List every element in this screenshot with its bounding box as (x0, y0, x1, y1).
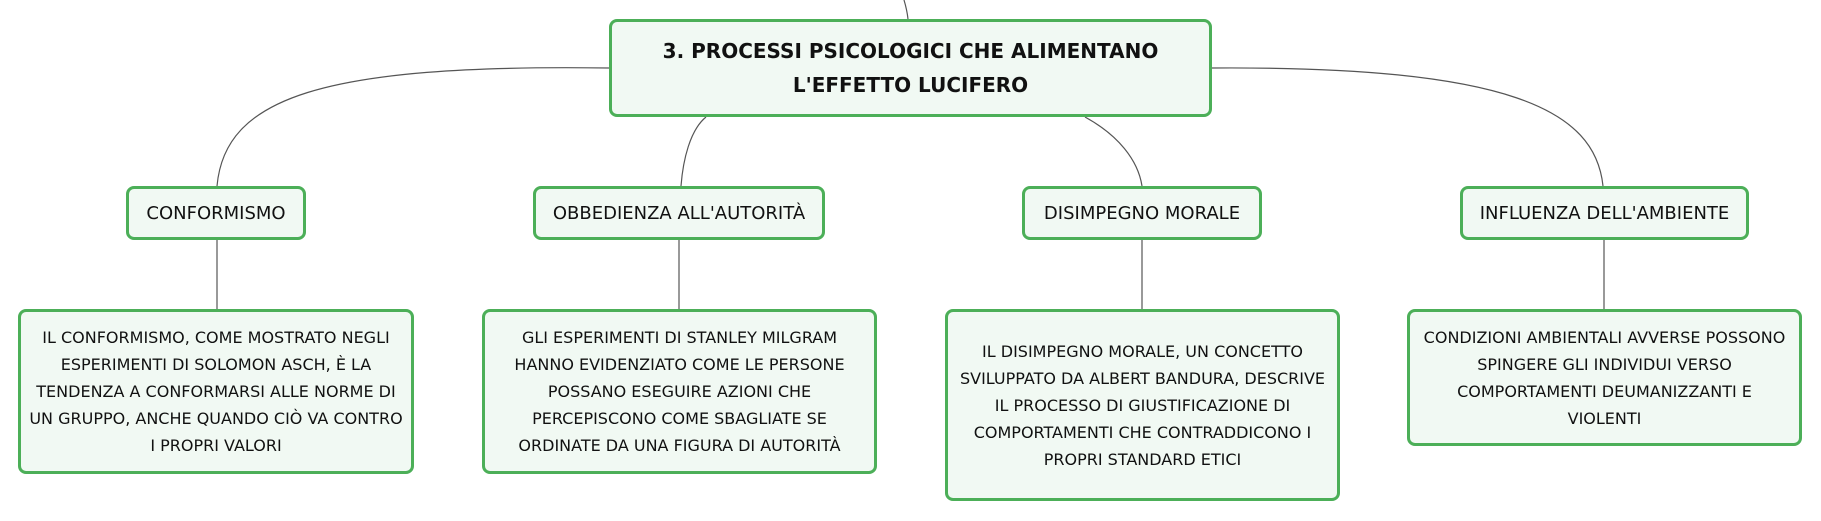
description-conformismo[interactable]: IL CONFORMISMO, COME MOSTRATO NEGLI ESPE… (18, 309, 414, 474)
description-text: IL DISIMPEGNO MORALE, UN CONCETTO SVILUP… (959, 341, 1326, 469)
topic-disimpegno-morale[interactable]: DISIMPEGNO MORALE (1022, 186, 1262, 240)
description-text: GLI ESPERIMENTI DI STANLEY MILGRAM HANNO… (514, 328, 845, 455)
description-text: IL CONFORMISMO, COME MOSTRATO NEGLI ESPE… (29, 328, 403, 455)
root-topic-title: 3. PROCESSI PSICOLOGICI CHE ALIMENTANO L… (662, 39, 1159, 97)
description-obbedienza-autorita[interactable]: GLI ESPERIMENTI DI STANLEY MILGRAM HANNO… (482, 309, 877, 474)
topic-conformismo[interactable]: CONFORMISMO (126, 186, 306, 240)
connector-root-obbedienza (680, 116, 707, 187)
description-disimpegno-morale[interactable]: IL DISIMPEGNO MORALE, UN CONCETTO SVILUP… (945, 309, 1340, 501)
root-topic[interactable]: 3. PROCESSI PSICOLOGICI CHE ALIMENTANO L… (609, 19, 1212, 117)
connector-root-disimpegno (1084, 116, 1143, 187)
description-influenza-ambiente[interactable]: CONDIZIONI AMBIENTALI AVVERSE POSSONO SP… (1407, 309, 1802, 446)
topic-label: INFLUENZA DELL'AMBIENTE (1479, 202, 1730, 224)
topic-label: DISIMPEGNO MORALE (1043, 202, 1241, 224)
topic-label: OBBEDIENZA ALL'AUTORITÀ (552, 202, 806, 224)
connector-root-influenza (1211, 67, 1604, 187)
connector-root-conformismo (216, 67, 610, 187)
connector-parent-stub (903, 0, 909, 20)
topic-influenza-ambiente[interactable]: INFLUENZA DELL'AMBIENTE (1460, 186, 1749, 240)
description-text: CONDIZIONI AMBIENTALI AVVERSE POSSONO SP… (1423, 327, 1786, 428)
topic-obbedienza-autorita[interactable]: OBBEDIENZA ALL'AUTORITÀ (533, 186, 825, 240)
topic-label: CONFORMISMO (146, 202, 286, 224)
